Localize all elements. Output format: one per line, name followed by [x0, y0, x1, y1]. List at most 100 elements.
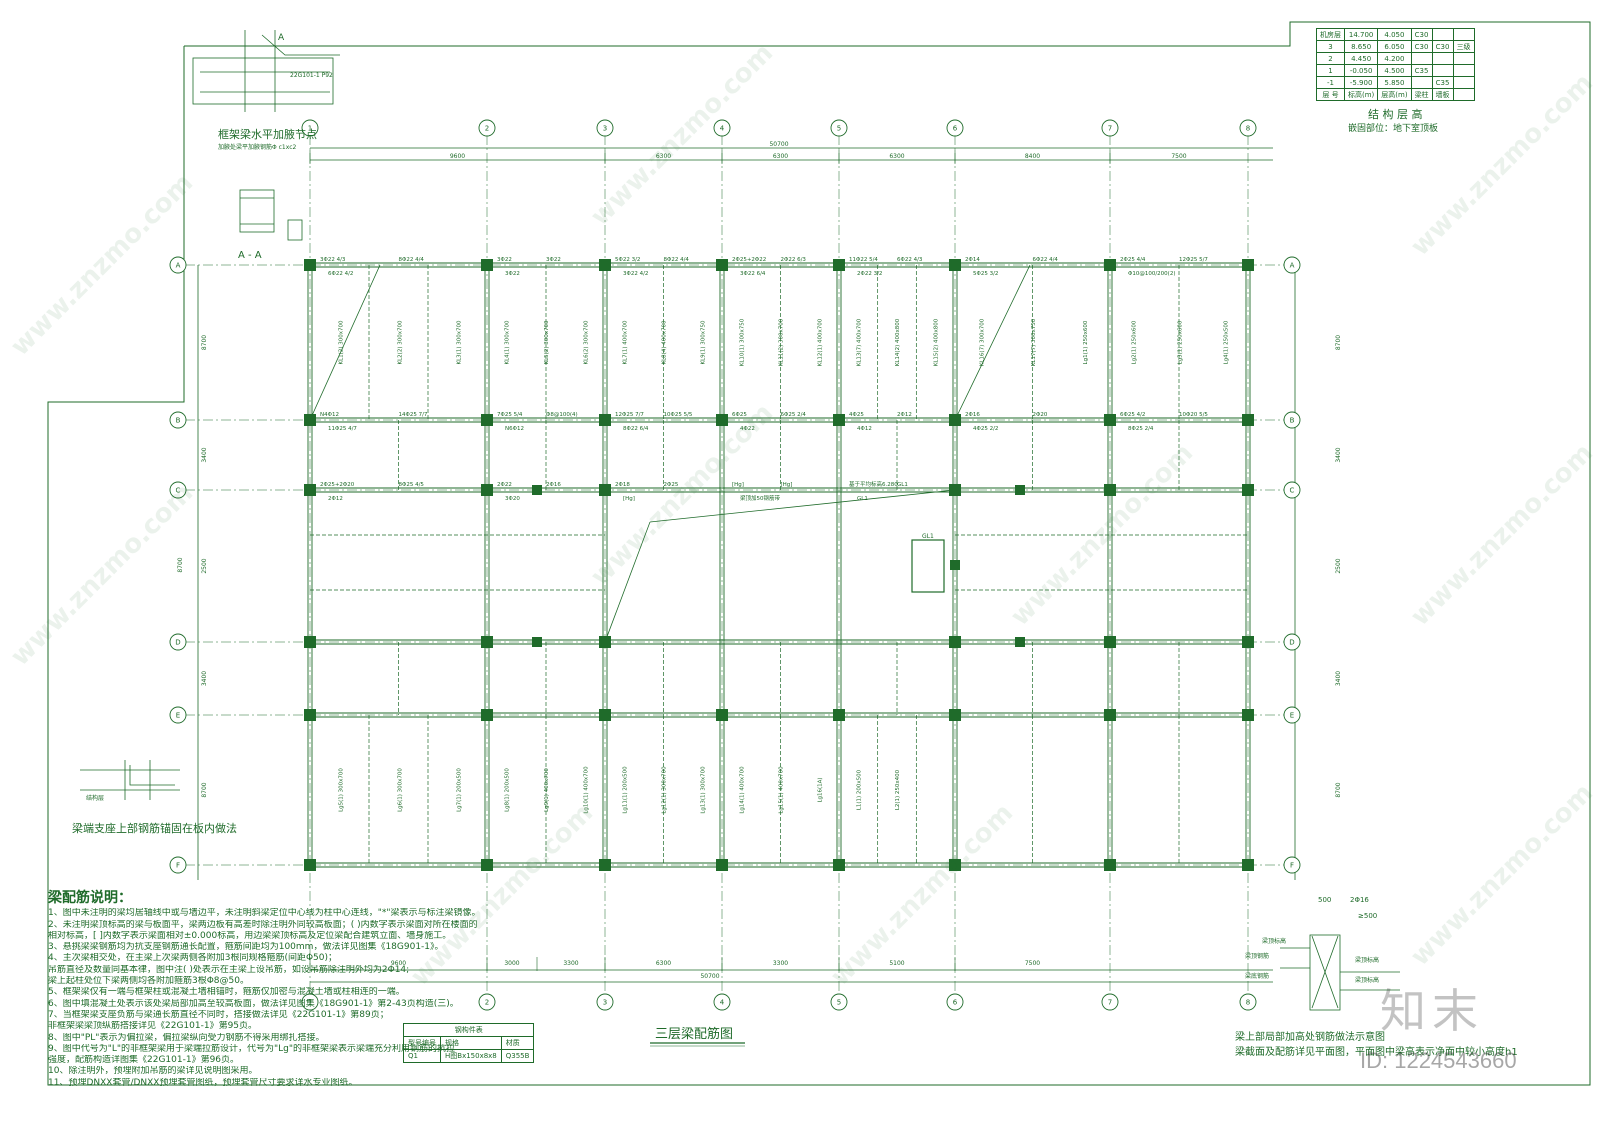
column — [1242, 709, 1254, 721]
detail-aa-label: A - A — [238, 250, 262, 261]
detail-raise-lab5: 梁顶标高 — [1355, 976, 1379, 984]
beam-label: Lg15(1) 400x700 — [778, 766, 784, 814]
gl1-label: GL1 — [922, 533, 934, 540]
dimension-value: 8700 — [1335, 782, 1342, 797]
column — [949, 636, 961, 648]
beam-label: Lg3(1) 250x600 — [1177, 320, 1183, 364]
rebar-label: 5Φ22 3/2 — [615, 257, 640, 263]
rebar-label: 6Φ22 4/2 — [328, 271, 353, 277]
level-table-cell: 8.650 — [1343, 40, 1379, 53]
level-table-cell: 3 — [1316, 40, 1345, 53]
rebar-label: 3Φ22 4/3 — [320, 257, 346, 263]
beam-label: KL4(1) 300x700 — [505, 320, 511, 364]
level-table-caption2: 嵌固部位：地下室顶板 — [1348, 122, 1438, 134]
note-item: 2、未注明梁顶标高的梁与板面平，梁两边板有高差时除注明外同较高板面；( )内数字… — [48, 919, 478, 930]
dimension-total: 50700 — [769, 141, 788, 148]
rebar-label: 梁顶加50钢筋带 — [740, 494, 780, 502]
rebar-label: 6Φ25 — [732, 412, 747, 418]
axis-bubble: 1 — [301, 119, 319, 137]
svg-text:3: 3 — [603, 999, 607, 1007]
dimension-value: 7500 — [1025, 960, 1040, 967]
column — [949, 259, 961, 271]
axis-bubble: 4 — [713, 993, 731, 1011]
level-table-cell: -5.900 — [1343, 76, 1379, 89]
axis-bubble: 8 — [1239, 993, 1257, 1011]
dimension-value: 5100 — [889, 960, 904, 967]
column — [1104, 709, 1116, 721]
rebar-label: 6Φ25 2/4 — [781, 412, 807, 418]
column — [304, 859, 316, 871]
column — [1242, 414, 1254, 426]
level-table-header: 标高(m) — [1343, 88, 1379, 101]
axis-bubble: B — [169, 411, 187, 429]
column — [481, 636, 493, 648]
axis-bubble: 2 — [478, 993, 496, 1011]
rebar-label: N6Φ12 — [505, 426, 524, 432]
dimension-value: 3400 — [201, 671, 208, 686]
id-watermark: ID: 1224543660 — [1360, 1048, 1517, 1073]
beam-label: Lg7(1) 200x500 — [456, 768, 462, 812]
axis-bubble: D — [1283, 633, 1301, 651]
rebar-label: [Hg] — [732, 482, 744, 488]
steel-table-cell: H图Bx150x8x8 — [440, 1049, 502, 1063]
detail-haunch-title: 框架梁水平加腋节点 — [218, 127, 317, 141]
rebar-label: 2Φ16 — [546, 482, 561, 488]
rebar-label: 2Φ22 — [497, 482, 512, 488]
detail-haunch-node — [192, 30, 340, 241]
svg-text:7: 7 — [1108, 125, 1112, 133]
axis-bubble: E — [169, 706, 187, 724]
dimension-value: 8400 — [1025, 153, 1040, 160]
column — [481, 709, 493, 721]
rebar-label: 6Φ22 4/3 — [897, 257, 923, 263]
axis-bubble: F — [1283, 856, 1301, 874]
note-item: 9、图中代号为"L"的非框架梁用于梁端拉筋设计，代号为"Lg"的非框架梁表示梁端… — [48, 1043, 456, 1054]
svg-text:1: 1 — [308, 125, 312, 133]
dimension-value: 9600 — [391, 960, 406, 967]
dimension-value: 2500 — [201, 558, 208, 573]
axis-bubble: A — [169, 256, 187, 274]
notes-title: 梁配筋说明： — [48, 890, 132, 906]
column — [833, 709, 845, 721]
svg-text:2: 2 — [485, 125, 489, 133]
svg-text:2: 2 — [485, 999, 489, 1007]
rebar-label: 3Φ22 — [505, 271, 520, 277]
beam-label: KL16(7) 300x700 — [979, 318, 985, 366]
rebar-label: 2Φ12 — [897, 412, 912, 418]
rebar-label: N4Φ12 — [320, 412, 339, 418]
beam-label: KL3(1) 300x700 — [456, 320, 462, 364]
beam-label: KL9(1) 300x750 — [700, 320, 706, 364]
column — [1242, 259, 1254, 271]
column — [481, 859, 493, 871]
note-item: 非框架梁梁顶纵筋搭接详见《22G101-1》第95页。 — [48, 1021, 258, 1032]
beam-reinforcement-notes: 梁配筋说明： 1、图中未注明的梁均居轴线中或与墙边平，未注明斜梁定位中心线为柱中… — [48, 890, 648, 1089]
note-item: 8、图中"PL"表示为偏拉梁，偏拉梁纵向受力钢筋不得采用绑扎搭接。 — [48, 1032, 325, 1043]
note-item: 6、图中填混凝土处表示该处梁局部加高至较高板面，做法详见图集《18G901-1》… — [48, 998, 459, 1009]
level-table-cell — [1431, 64, 1454, 77]
column — [532, 637, 542, 647]
column — [599, 636, 611, 648]
detail-beam-end — [80, 760, 180, 800]
level-table-cell — [1431, 52, 1454, 65]
level-table-cell: 4.200 — [1377, 52, 1412, 65]
column — [532, 485, 542, 495]
axis-bubble: 3 — [596, 119, 614, 137]
level-table-header: 层高(m) — [1377, 88, 1412, 101]
level-table-cell: 5.850 — [1377, 76, 1412, 89]
column — [481, 259, 493, 271]
beam-label: KL10(1) 300x750 — [739, 318, 745, 366]
level-table-caption: 结 构 层 高 — [1368, 107, 1423, 121]
beam-label: Lg10(1) 400x700 — [583, 766, 589, 814]
rebar-label: 10Φ25 5/5 — [664, 412, 693, 418]
steel-member-table: 钢构件表 型号编号 规格 材质 Q1 H图Bx150x8x8 Q355B — [402, 1023, 535, 1063]
rebar-label: 11Φ22 5/4 — [849, 257, 878, 263]
dimension-value: 3000 — [504, 960, 519, 967]
beam-label: L1(1) 200x500 — [856, 769, 862, 810]
svg-text:C: C — [1290, 487, 1295, 495]
column — [599, 259, 611, 271]
steel-table-cell: Q1 — [403, 1049, 441, 1063]
rebar-label: 基于平均标高6.280 — [849, 480, 898, 488]
level-table-cell: C35 — [1431, 76, 1454, 89]
svg-text:5: 5 — [837, 125, 841, 133]
drawing-frame — [47, 21, 1591, 1086]
